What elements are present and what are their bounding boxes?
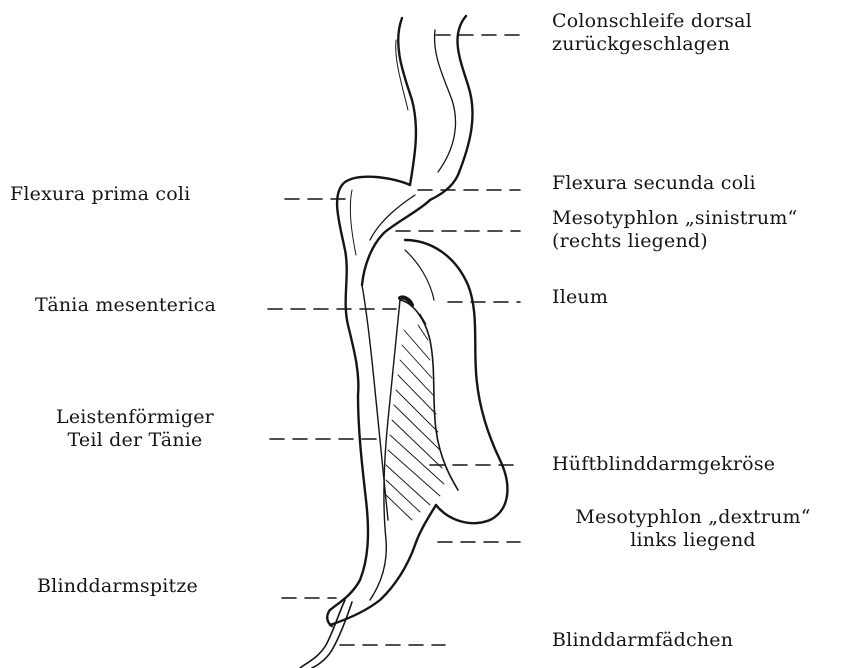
label-ileum: Ileum — [552, 286, 608, 309]
label-leistenfoermiger: Leistenförmiger Teil der Tänie — [30, 406, 240, 452]
label-taenia-mesenterica: Tänia mesenterica — [35, 294, 216, 317]
flexura-drawing — [337, 177, 430, 395]
colon-loop-drawing — [396, 16, 473, 200]
cecum-thread-drawing — [300, 600, 352, 668]
label-colonschleife: Colonschleife dorsal zurückgeschlagen — [552, 10, 752, 56]
label-flexura-secunda: Flexura secunda coli — [552, 172, 756, 195]
label-mesotyphlon-sinistrum: Mesotyphlon „sinistrum“ (rechts liegend) — [552, 207, 797, 253]
label-blinddarmspitze: Blinddarmspitze — [37, 575, 198, 598]
ileum-drawing — [400, 240, 507, 523]
cecum-body-drawing — [327, 285, 436, 626]
leader-lines — [268, 35, 520, 645]
label-mesotyphlon-dextrum: Mesotyphlon „dextrum“ links liegend — [552, 506, 834, 552]
label-flexura-prima: Flexura prima coli — [10, 183, 190, 206]
label-hueftblinddarmgekroese: Hüftblinddarmgekröse — [552, 453, 775, 476]
label-blinddarmfaedchen: Blinddarmfädchen — [552, 629, 733, 652]
